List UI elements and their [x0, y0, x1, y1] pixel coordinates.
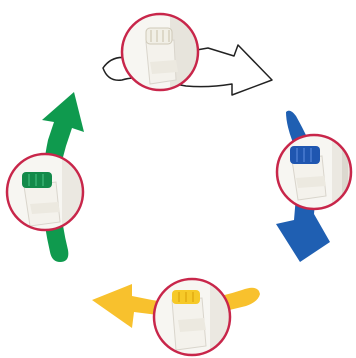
lens-left-green-cap: [7, 150, 92, 240]
lens-bottom-yellow-cap: [154, 274, 250, 358]
lens-right-blue-cap: [277, 130, 356, 220]
